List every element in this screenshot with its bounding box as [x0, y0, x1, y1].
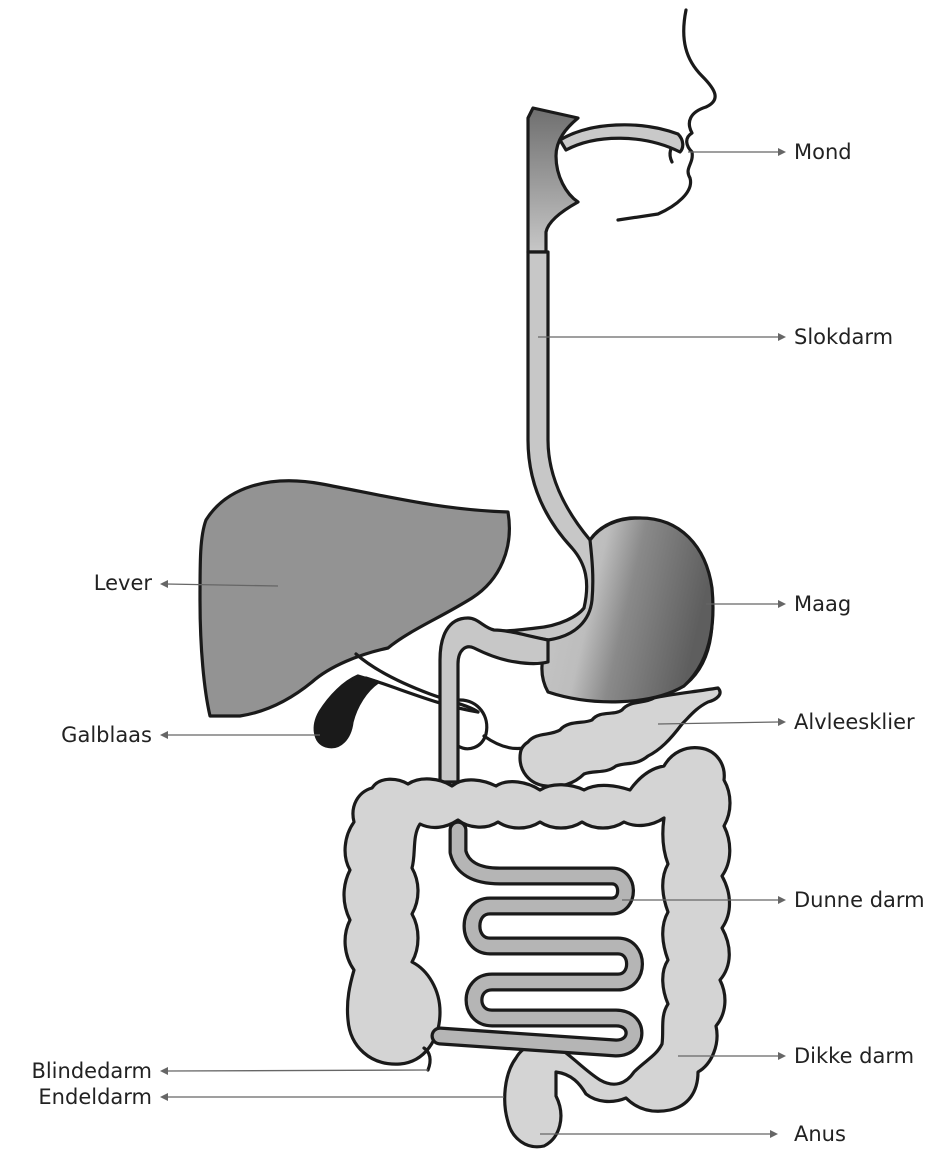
pharynx — [528, 108, 578, 252]
leader-slokdarm — [538, 333, 786, 341]
label-endeldarm: Endeldarm — [38, 1085, 152, 1109]
common-bile-duct — [366, 678, 478, 712]
label-slokdarm: Slokdarm — [794, 325, 893, 349]
leader-mond — [688, 148, 786, 156]
leader-maag — [706, 600, 786, 608]
leader-blindedarm — [160, 1067, 428, 1075]
label-blindedarm: Blindedarm — [31, 1059, 152, 1083]
leader-endeldarm — [160, 1093, 504, 1101]
label-anus: Anus — [794, 1122, 846, 1146]
label-mond: Mond — [794, 140, 852, 164]
face-profile — [618, 10, 715, 220]
label-dunne-darm: Dunne darm — [794, 888, 925, 912]
label-dikke-darm: Dikke darm — [794, 1044, 914, 1068]
label-maag: Maag — [794, 592, 851, 616]
label-galblaas: Galblaas — [61, 723, 152, 747]
label-alvleesklier: Alvleesklier — [794, 710, 915, 734]
label-lever: Lever — [94, 571, 153, 595]
palate — [560, 125, 683, 152]
duodenum-to-pancreas — [484, 736, 524, 749]
leader-anus — [540, 1130, 778, 1138]
gallbladder — [315, 676, 378, 747]
leader-galblaas — [160, 731, 320, 739]
